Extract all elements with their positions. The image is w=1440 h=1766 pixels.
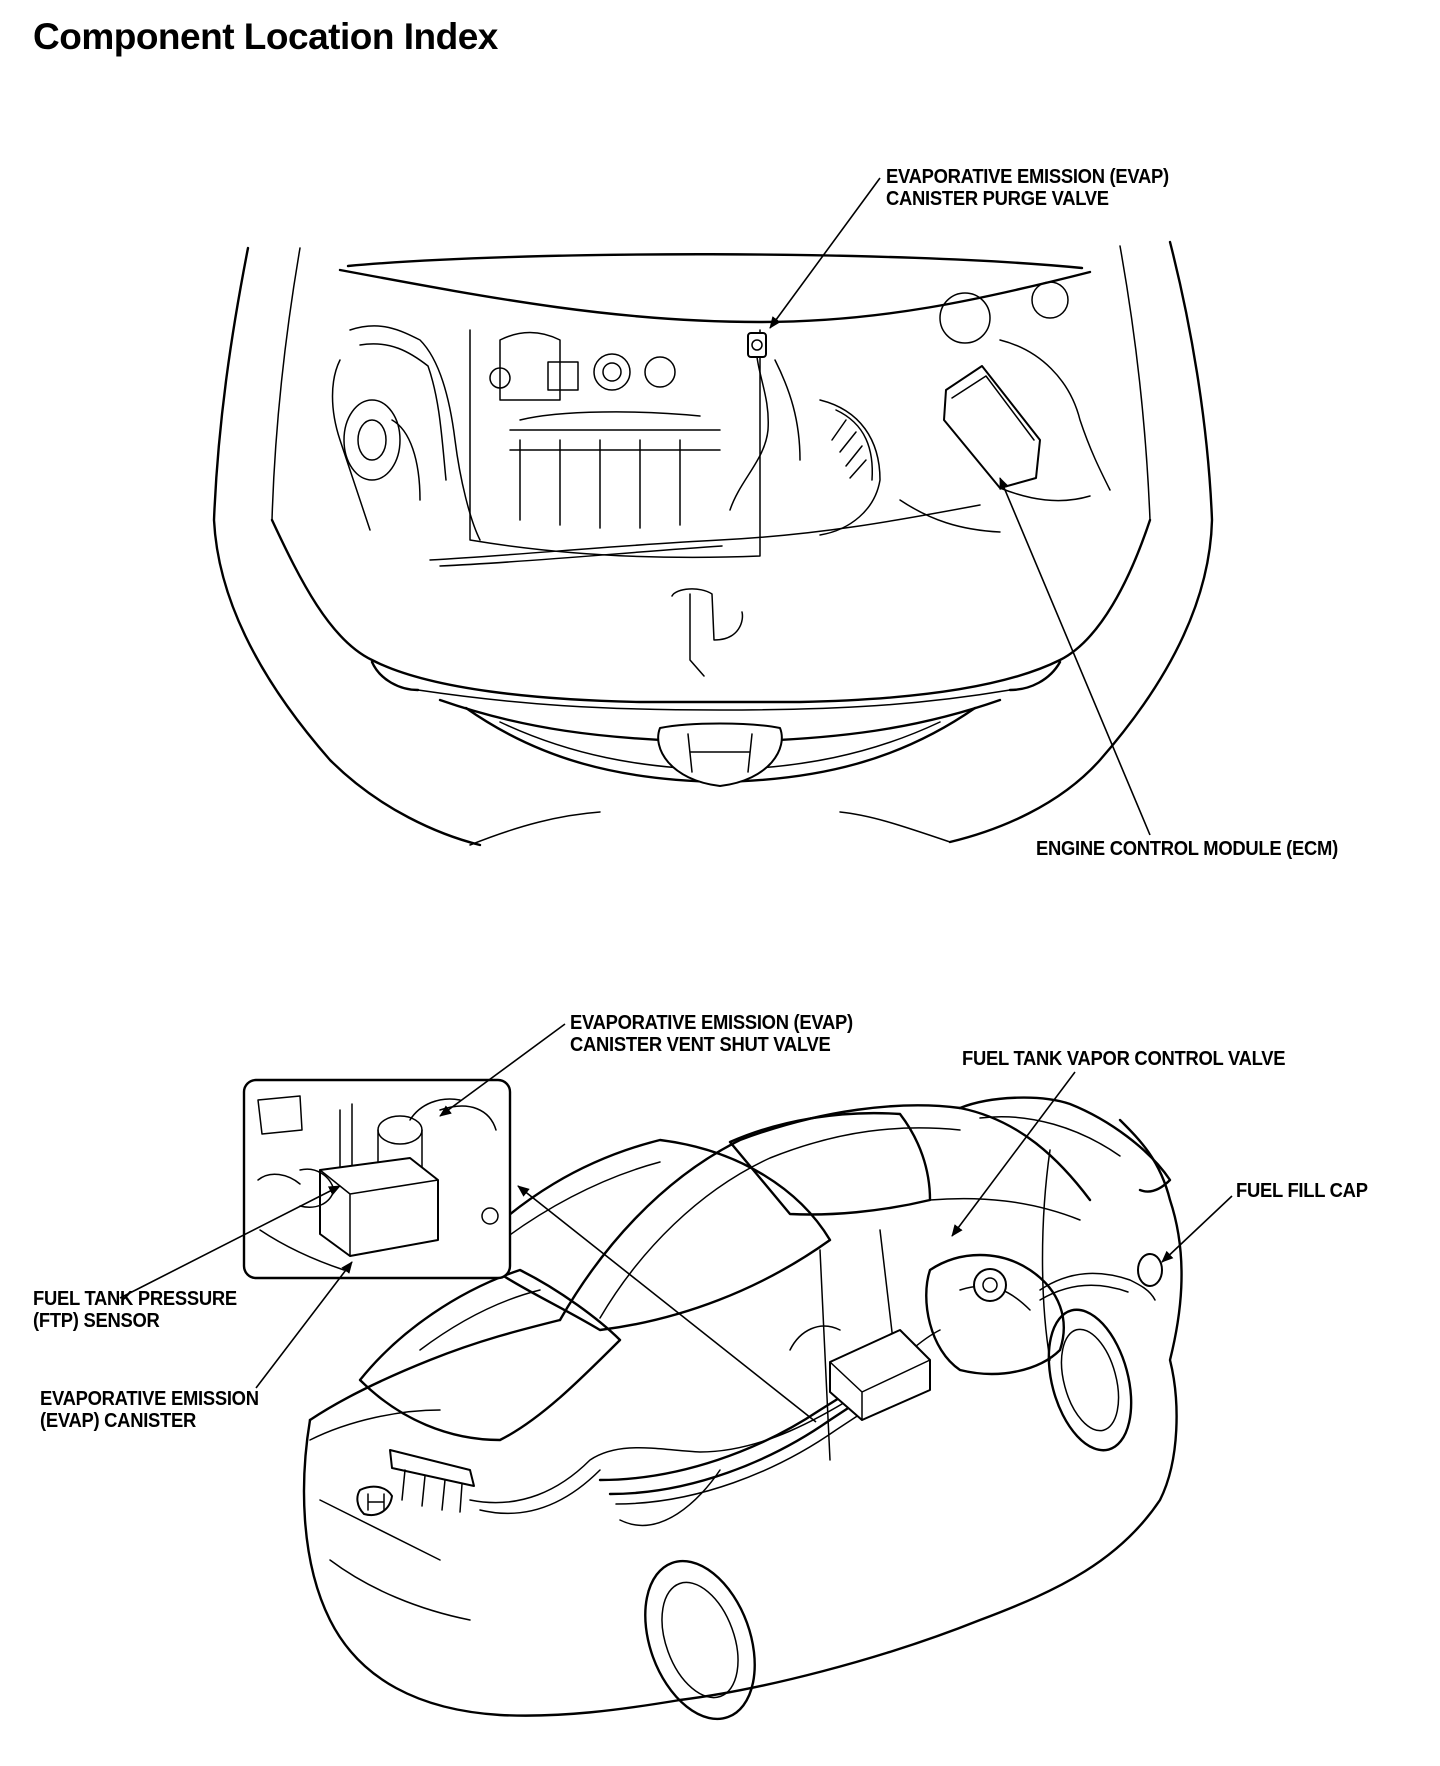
vehicle-illustration — [302, 1096, 1183, 1721]
label-ftp-sensor: FUEL TANK PRESSURE (FTP) SENSOR — [33, 1288, 237, 1332]
ecm-leader — [999, 477, 1151, 836]
fuel-fill-cap-leader — [1161, 1195, 1233, 1263]
label-fuel-fill-cap: FUEL FILL CAP — [1236, 1180, 1368, 1202]
inset-magnify-arrow — [517, 1185, 817, 1423]
vent-shut-valve-leader — [439, 1023, 566, 1117]
label-vapor-control-valve: FUEL TANK VAPOR CONTROL VALVE — [962, 1048, 1286, 1070]
magnified-detail-inset — [242, 1078, 512, 1280]
label-purge-valve: EVAPORATIVE EMISSION (EVAP) CANISTER PUR… — [886, 166, 1169, 210]
label-vent-shut-valve: EVAPORATIVE EMISSION (EVAP) CANISTER VEN… — [570, 1012, 853, 1056]
purge-valve-leader — [769, 177, 881, 329]
ftp-sensor-leader — [119, 1185, 341, 1299]
evap-canister-leader — [255, 1261, 353, 1389]
label-evap-canister: EVAPORATIVE EMISSION (EVAP) CANISTER — [40, 1388, 259, 1432]
page-title: Component Location Index — [33, 16, 498, 57]
vapor-control-valve-leader — [951, 1071, 1076, 1237]
engine-bay-illustration — [212, 240, 1214, 847]
label-ecm: ENGINE CONTROL MODULE (ECM) — [1036, 838, 1338, 860]
